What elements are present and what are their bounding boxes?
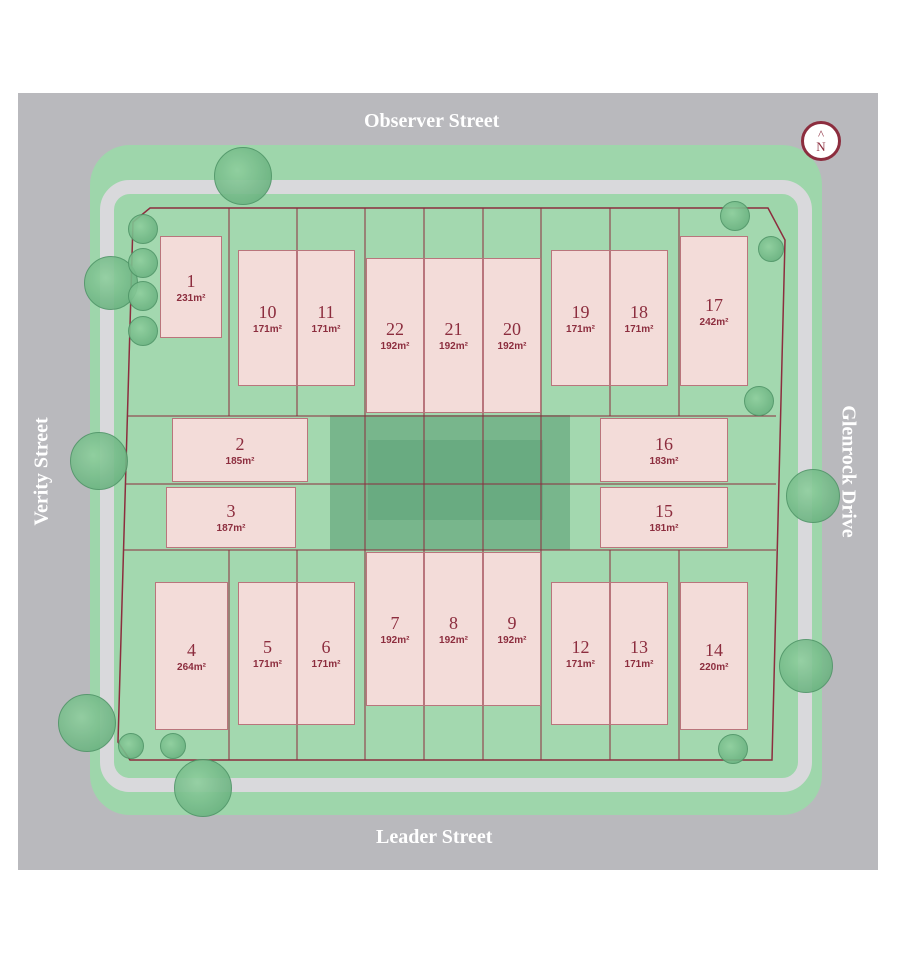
lot-number: 13 — [630, 637, 648, 657]
lot-number: 7 — [390, 612, 400, 633]
lot-area: 171m² — [566, 659, 595, 670]
street-label-west: Verity Street — [30, 417, 53, 526]
north-compass-icon: ^ N — [801, 121, 841, 161]
lot-area: 187m² — [216, 523, 246, 534]
tree-icon — [160, 733, 186, 759]
lot-5[interactable]: 5 171m² — [238, 582, 297, 725]
tree-icon — [720, 201, 750, 231]
lot-number: 18 — [630, 301, 648, 322]
lot-area: 264m² — [177, 661, 206, 673]
lot-area: 171m² — [253, 323, 282, 335]
tree-icon — [744, 386, 774, 416]
lot-area: 171m² — [311, 323, 341, 335]
lot-area: 171m² — [624, 323, 654, 335]
tree-icon — [70, 432, 128, 490]
lot-21[interactable]: 21 192m² — [424, 258, 483, 413]
tree-icon — [174, 759, 232, 817]
lot-number: 16 — [655, 433, 673, 454]
tree-icon — [779, 639, 833, 693]
lot-number: 22 — [386, 319, 404, 339]
tree-icon — [58, 694, 116, 752]
lot-number: 14 — [705, 639, 723, 660]
lot-15[interactable]: 15 181m² — [600, 487, 728, 548]
lot-area: 192m² — [380, 634, 410, 646]
lot-area: 192m² — [497, 341, 527, 352]
compass-arrow: ^ — [817, 127, 825, 142]
lot-area: 231m² — [176, 292, 206, 304]
lot-area: 171m² — [566, 323, 595, 335]
lot-area: 192m² — [439, 341, 468, 352]
lot-area: 171m² — [624, 659, 654, 670]
lot-20[interactable]: 20 192m² — [483, 258, 541, 413]
lot-number: 19 — [571, 301, 590, 322]
lot-13[interactable]: 13 171m² — [610, 582, 668, 725]
lot-6[interactable]: 6 171m² — [297, 582, 355, 725]
lot-number: 3 — [226, 501, 236, 521]
lot-number: 5 — [263, 637, 272, 657]
lot-area: 171m² — [311, 659, 341, 670]
tree-icon — [118, 733, 144, 759]
tree-icon — [786, 469, 840, 523]
lot-area: 220m² — [699, 661, 729, 673]
lot-number: 1 — [186, 270, 196, 291]
tree-icon — [128, 316, 158, 346]
lot-area: 192m² — [380, 341, 410, 352]
lot-number: 2 — [235, 433, 245, 454]
lot-number: 4 — [187, 639, 196, 660]
lot-area: 185m² — [225, 455, 255, 467]
lot-area: 171m² — [253, 659, 282, 670]
lot-number: 11 — [317, 301, 335, 322]
lot-number: 10 — [258, 301, 277, 322]
lot-area: 181m² — [649, 523, 679, 534]
lot-area: 242m² — [699, 316, 729, 328]
tree-icon — [214, 147, 272, 205]
lot-3[interactable]: 3 187m² — [166, 487, 296, 548]
tree-icon — [718, 734, 748, 764]
lot-area: 183m² — [649, 455, 679, 467]
lot-area: 192m² — [497, 634, 527, 646]
lot-number: 15 — [655, 501, 673, 521]
lot-12[interactable]: 12 171m² — [551, 582, 610, 725]
lot-number: 9 — [507, 612, 517, 633]
lot-number: 17 — [705, 294, 723, 315]
lot-number: 21 — [444, 319, 463, 339]
lot-area: 192m² — [439, 634, 468, 646]
street-label-east: Glenrock Drive — [837, 405, 860, 538]
lot-22[interactable]: 22 192m² — [366, 258, 424, 413]
street-label-south: Leader Street — [376, 826, 493, 848]
tree-icon — [128, 248, 158, 278]
street-label-north: Observer Street — [364, 110, 500, 132]
lot-number: 20 — [503, 319, 521, 339]
tree-icon — [128, 214, 158, 244]
tree-icon — [758, 236, 784, 262]
compass-label: N — [816, 139, 826, 154]
tree-icon — [128, 281, 158, 311]
lot-number: 6 — [321, 637, 331, 657]
lot-number: 8 — [449, 612, 458, 633]
lot-number: 12 — [571, 637, 590, 657]
